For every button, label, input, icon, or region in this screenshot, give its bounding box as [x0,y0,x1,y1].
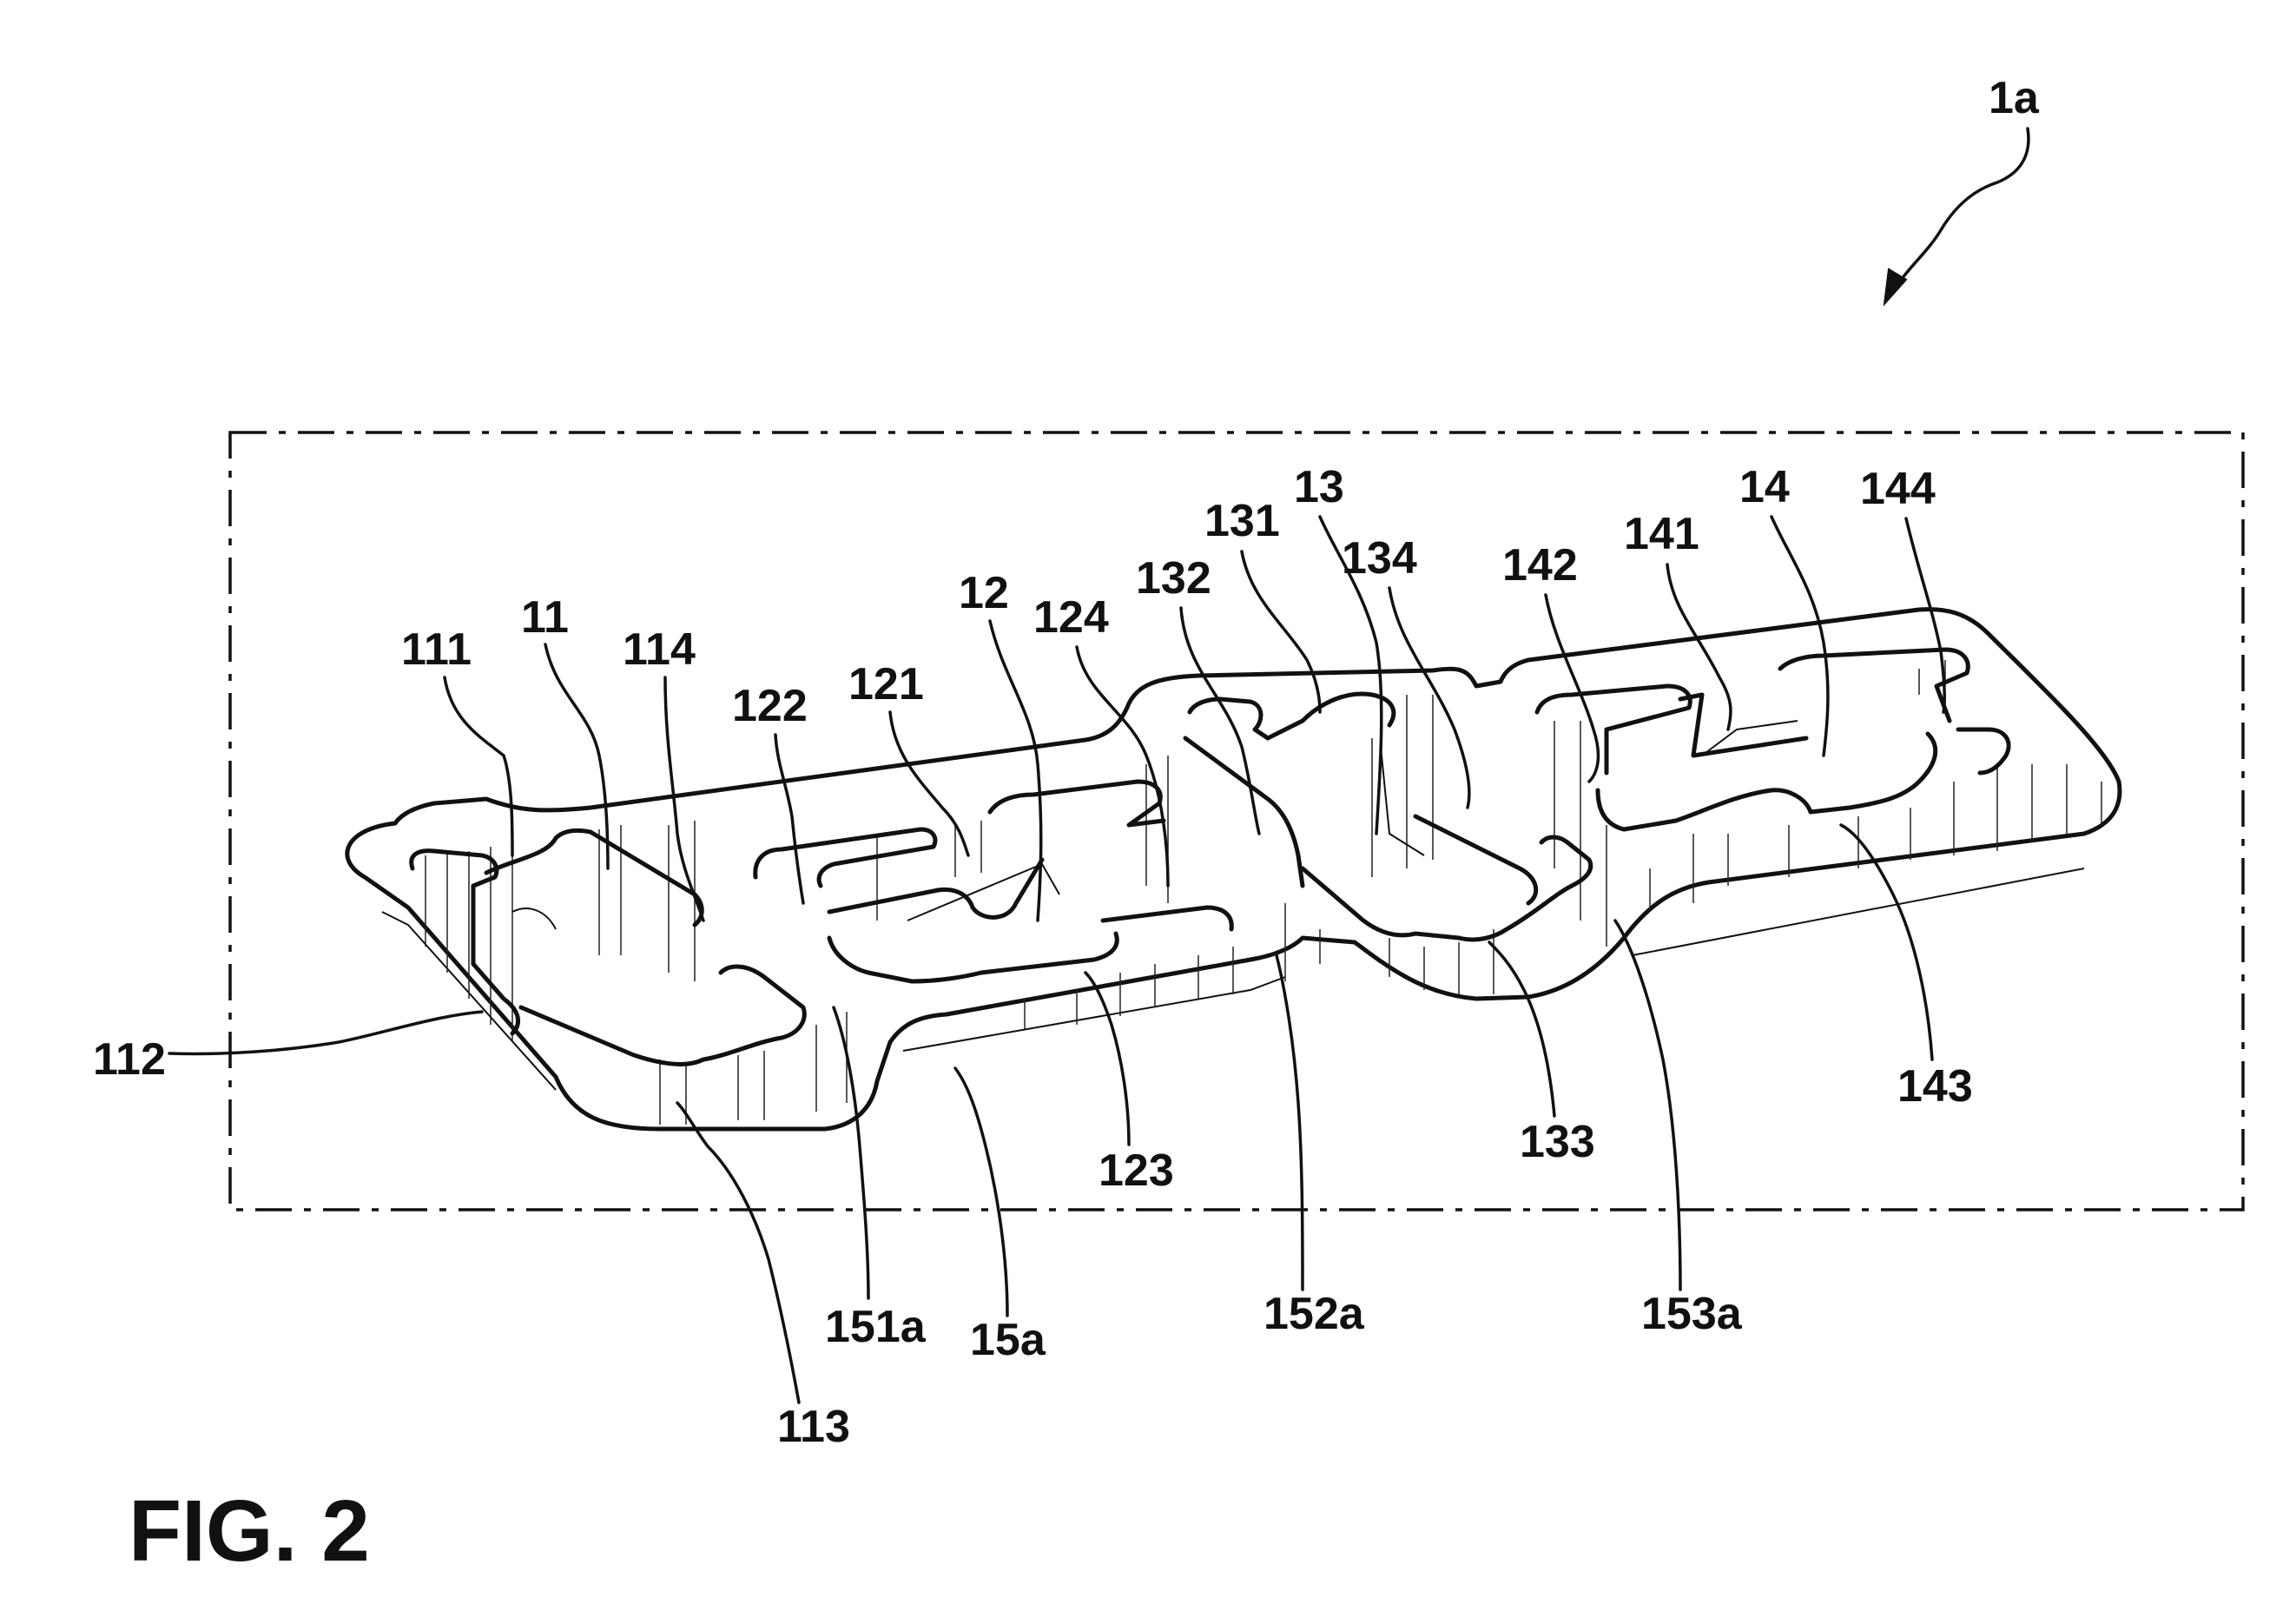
leader-132 [1179,606,1261,835]
channel-loop-14 [1534,647,2011,832]
label-11: 11 [521,592,569,643]
leader-144 [1904,517,1946,714]
label-12: 12 [959,568,1009,618]
leader-122 [774,733,805,905]
housing-body [345,607,2122,1132]
leader-lines [168,127,2030,1404]
leader-11 [544,643,610,870]
label-114: 114 [623,624,696,675]
leader-13 [1318,515,1383,835]
label-111: 111 [401,624,472,675]
label-14: 14 [1739,462,1790,512]
leader-14 [1770,515,1830,757]
channel-loop-13 [1183,691,1593,942]
label-152a: 152a [1263,1289,1365,1339]
label-153a: 153a [1641,1289,1743,1339]
leader-12 [988,619,1043,922]
leader-153a [1613,919,1682,1291]
wall-hatching-middle [876,695,1494,1029]
label-122: 122 [732,681,808,731]
label-1a: 1a [1989,73,2040,123]
leader-15a [953,1066,1009,1317]
label-121: 121 [848,659,924,710]
label-13: 13 [1294,462,1344,512]
leader-113 [676,1101,801,1404]
label-123: 123 [1099,1145,1174,1196]
leader-114 [663,676,705,922]
leader-151a [832,1006,870,1300]
leader-123 [1084,971,1131,1146]
leader-111 [443,676,514,857]
label-131: 131 [1204,496,1280,546]
reference-labels: 1a 111 11 114 122 121 12 124 132 131 13 … [93,73,2040,1452]
label-113: 113 [777,1402,850,1452]
label-124: 124 [1033,592,1109,643]
leader-121 [888,710,970,857]
boundary-frame [228,431,2245,1211]
leader-124 [1075,645,1170,888]
label-142: 142 [1502,540,1578,591]
arrowhead-1a [1883,267,1908,307]
label-132: 132 [1136,553,1211,604]
label-133: 133 [1520,1117,1595,1167]
label-151a: 151a [825,1302,927,1352]
leader-152a [1275,954,1304,1291]
label-134: 134 [1342,533,1417,584]
leader-112 [168,1010,484,1056]
wall-hatching-left [425,821,848,1125]
leader-141 [1666,563,1732,731]
leader-134 [1388,586,1471,809]
label-144: 144 [1860,464,1936,514]
leader-131 [1240,550,1322,714]
label-141: 141 [1624,509,1699,559]
figure-caption: FIG. 2 [129,1482,370,1580]
leader-142 [1544,593,1600,783]
leader-143 [1839,823,1934,1061]
label-15a: 15a [970,1315,1046,1365]
label-112: 112 [93,1034,166,1085]
leader-1a [1891,127,2030,293]
leader-133 [1488,941,1556,1118]
label-143: 143 [1897,1061,1973,1112]
